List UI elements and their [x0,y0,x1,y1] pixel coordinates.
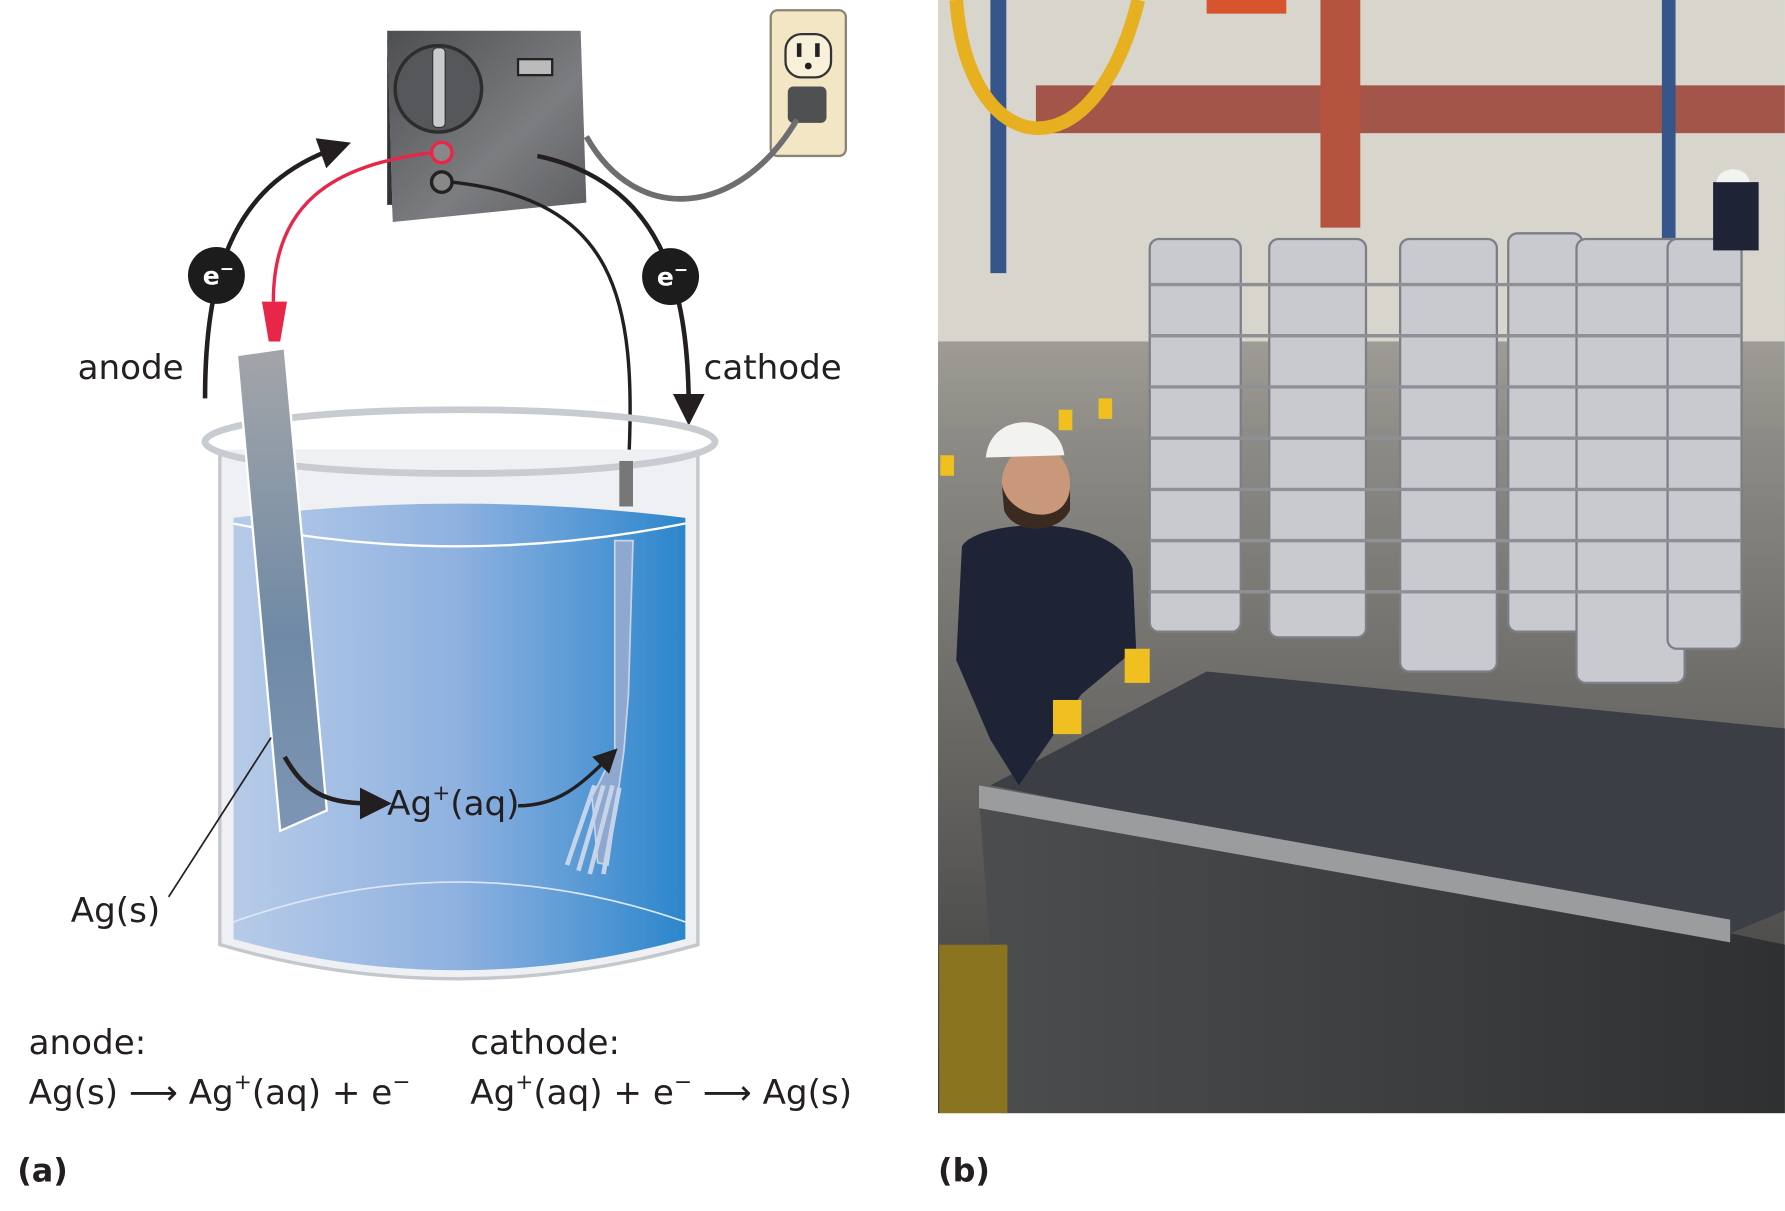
power-cord [583,118,800,202]
electron-badge-right: e− [642,248,700,306]
positive-terminal [429,140,454,165]
worker [956,169,1759,786]
ion-flow-arrow-1 [282,755,392,820]
ion-flow-arrow-2 [518,748,618,808]
black-wire [450,180,632,467]
anode-equation: Ag(s) ⟶ Ag+(aq) + e− [29,1070,411,1113]
negative-terminal [429,170,454,195]
cathode-equation-title: cathode: [470,1023,620,1063]
anode-label: anode [78,348,184,388]
cathode-label: cathode [704,348,842,388]
plating-tank [979,796,1785,1114]
fork-cathode [564,460,634,875]
cathode-electron-arrow [536,153,705,426]
svg-text:e−: e− [657,260,688,291]
hard-hat-icon [985,422,1065,458]
wall-outlet-icon [769,9,847,158]
cathode-equation: Ag+(aq) + e− ⟶ Ag(s) [470,1070,852,1113]
plating-racks [1148,232,1743,685]
silver-anode-plate [235,346,329,833]
red-clip [261,301,287,342]
panel-a-label: (a) [17,1151,68,1189]
silver-solid-label: Ag(s) [71,891,160,931]
ag-leader-line [167,737,272,898]
panel-b-label: (b) [938,1151,990,1189]
electron-badge-left: e− [187,246,245,304]
anode-electron-arrow [202,138,351,399]
overhead-beam [1035,85,1785,134]
svg-text:e−: e− [203,259,234,290]
electroplating-plant-photo: (b) [938,0,1785,1189]
power-supply [387,30,587,222]
silver-ion-label: Ag+(aq) [387,781,519,824]
plating-tank-solution [990,671,1785,934]
anode-equation-title: anode: [29,1023,147,1063]
power-switch-icon [516,58,554,77]
red-wire [271,150,433,302]
electroplating-diagram: e− e− anode cathode Ag+(aq) Ag(s) [17,9,852,1189]
